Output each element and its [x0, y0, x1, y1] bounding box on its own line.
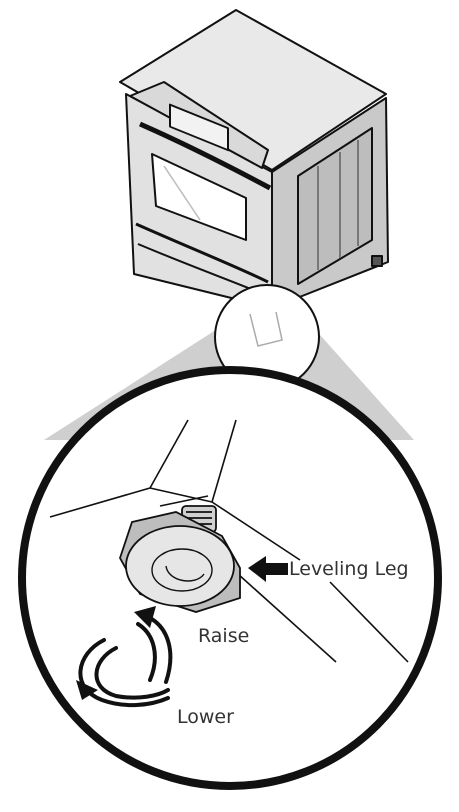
lower-label: Lower [177, 706, 234, 728]
oven-handle [138, 121, 272, 191]
cabinet-edge-lines [49, 419, 409, 663]
rotate-raise-icon [134, 606, 173, 684]
oven-window [151, 153, 247, 241]
oven-illustration [119, 9, 389, 309]
leveling-foot-icon [119, 505, 241, 613]
leveling-leg-label: Leveling Leg [289, 558, 409, 580]
foot-face [125, 525, 235, 607]
arrow-left-icon [248, 556, 288, 582]
rotate-lower-icon [76, 638, 170, 708]
raise-label: Raise [198, 625, 250, 647]
oven-display [169, 103, 229, 152]
oven-drawer [135, 222, 269, 284]
oven-side-panel [297, 127, 373, 285]
